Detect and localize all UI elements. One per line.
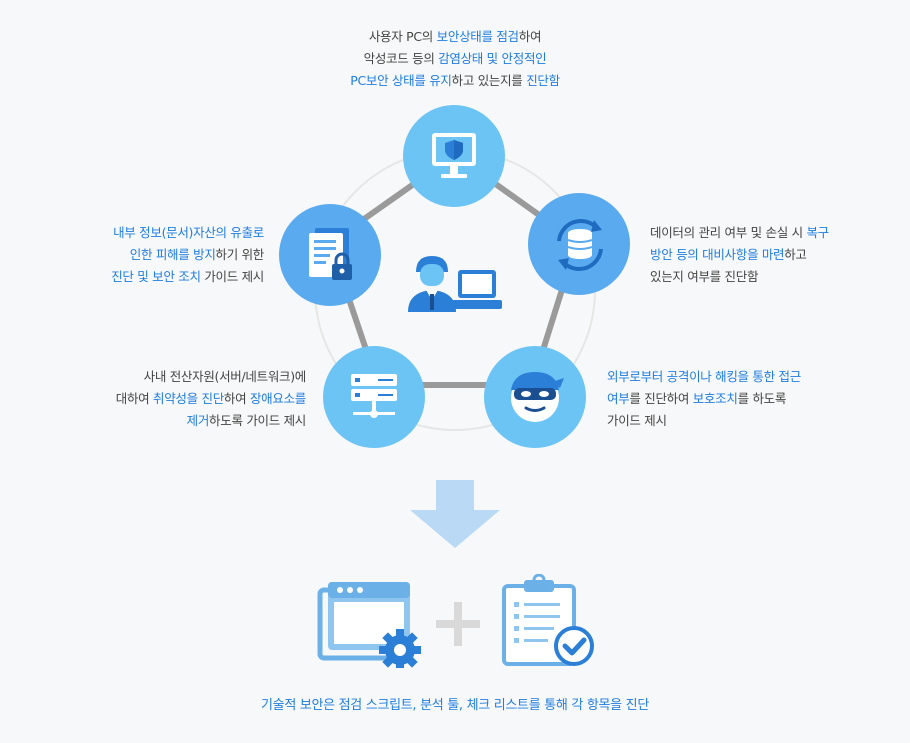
caption-highlight-text: 장애요소를 xyxy=(249,391,306,406)
user-laptop-icon xyxy=(408,256,502,312)
caption-text: 데이터의 관리 여부 및 손실 시 xyxy=(650,225,807,240)
caption-highlight-text: 제거 xyxy=(186,413,210,428)
caption-line: 여부를 진단하여 보호조치를 하도록 xyxy=(607,388,801,410)
caption-text: 하도록 가이드 제시 xyxy=(209,413,306,428)
caption-highlight-text: 여부 xyxy=(607,391,630,406)
caption-line: 사내 전산자원(서버/네트워크)에 xyxy=(20,366,307,388)
caption-text: 하여 xyxy=(518,29,542,44)
caption-text: 하고 있는지를 xyxy=(451,73,527,88)
caption-text: 하고 xyxy=(784,247,807,262)
script-window-gear-icon xyxy=(317,582,421,668)
caption-line: 외부로부터 공격이나 해킹을 통한 접근 xyxy=(607,366,801,388)
caption-text: 악성코드 등의 xyxy=(363,51,439,66)
caption-highlight-text: 진단 및 보안 조치 xyxy=(111,269,201,284)
caption-line: 대하여 취약성을 진단하여 장애요소를 xyxy=(20,388,307,410)
caption-text: 대하여 xyxy=(115,391,154,406)
caption-highlight-text: 방안 등의 대비사항을 마련 xyxy=(650,247,785,262)
caption-text: 가이드 제시 xyxy=(200,269,264,284)
caption-highlight-text: 외부로부터 공격이나 해킹을 통한 접근 xyxy=(607,369,801,384)
caption-line: PC보안 상태를 유지하고 있는지를 진단함 xyxy=(255,70,655,92)
locked-documents-icon xyxy=(309,228,352,280)
hacker-icon xyxy=(511,372,564,422)
down-arrow-icon xyxy=(410,480,500,548)
caption-line: 악성코드 등의 감염상태 및 안정적인 xyxy=(255,48,655,70)
caption-text: 를 진단하여 xyxy=(629,391,693,406)
node-data-backup xyxy=(528,193,630,295)
caption-highlight-text: 취약성을 진단 xyxy=(153,391,224,406)
caption-highlight-text: 보안상태를 점검 xyxy=(436,29,519,44)
caption-text: 가이드 제시 xyxy=(607,413,667,428)
caption-highlight-text: 보호조치 xyxy=(692,391,738,406)
caption-highlight-text: 감염상태 및 안정적인 xyxy=(438,51,547,66)
caption-line: 인한 피해를 방지하기 위한 xyxy=(20,244,265,266)
caption-highlight-text: 복구 xyxy=(806,225,829,240)
node-hacking-defense xyxy=(484,346,586,448)
caption-text: 사내 전산자원(서버/네트워크)에 xyxy=(143,369,307,384)
caption-highlight-text: 인한 피해를 방지 xyxy=(129,247,216,262)
caption-line: 내부 정보(문서)자산의 유출로 xyxy=(20,222,264,244)
node-server-vulnerability xyxy=(323,346,425,448)
caption-text: 를 하도록 xyxy=(737,391,787,406)
caption-text: 하기 위한 xyxy=(215,247,265,262)
caption-text: 있는지 여부를 진단함 xyxy=(650,269,759,284)
bottom-caption: 기술적 보안은 점검 스크립트, 분석 툴, 체크 리스트를 통해 각 항목을 … xyxy=(261,698,649,713)
caption-text: 사용자 PC의 xyxy=(368,29,437,44)
caption-highlight-text: PC보안 상태를 유지 xyxy=(350,73,452,88)
node-pc-security xyxy=(403,105,505,207)
plus-icon xyxy=(436,602,480,646)
caption-line: 제거하도록 가이드 제시 xyxy=(20,410,307,432)
caption-highlight-text: 진단함 xyxy=(526,73,560,88)
checklist-icon xyxy=(502,574,594,666)
database-sync-icon xyxy=(557,219,603,271)
server-icon xyxy=(351,374,397,418)
shield-monitor-icon xyxy=(432,133,476,178)
node-document-protection xyxy=(279,204,381,306)
caption-highlight-text: 내부 정보(문서)자산의 유출로 xyxy=(113,225,264,240)
caption-line: 방안 등의 대비사항을 마련하고 xyxy=(650,244,829,266)
caption-line: 진단 및 보안 조치 가이드 제시 xyxy=(20,266,264,288)
caption-line: 가이드 제시 xyxy=(607,410,801,432)
caption-line: 사용자 PC의 보안상태를 점검하여 xyxy=(255,26,655,48)
caption-line: 있는지 여부를 진단함 xyxy=(650,266,829,288)
caption-text: 하여 xyxy=(223,391,250,406)
caption-line: 데이터의 관리 여부 및 손실 시 복구 xyxy=(650,222,829,244)
